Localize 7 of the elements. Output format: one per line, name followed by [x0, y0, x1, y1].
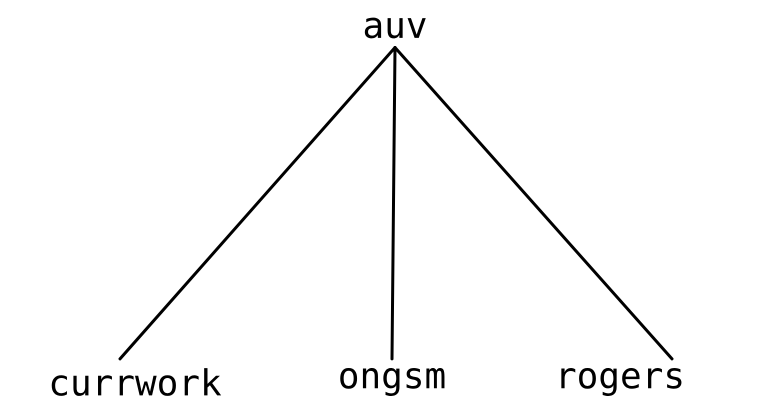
tree-node-label: currwork	[52, 368, 222, 396]
tree-branch-line	[118, 46, 396, 360]
tree-branch-line	[394, 46, 674, 360]
tree-node-label: rogers	[561, 368, 682, 396]
tree-branch-line	[390, 46, 396, 360]
tree-node-label: ongsm	[340, 368, 444, 396]
tree-node-label: auv	[364, 18, 426, 38]
